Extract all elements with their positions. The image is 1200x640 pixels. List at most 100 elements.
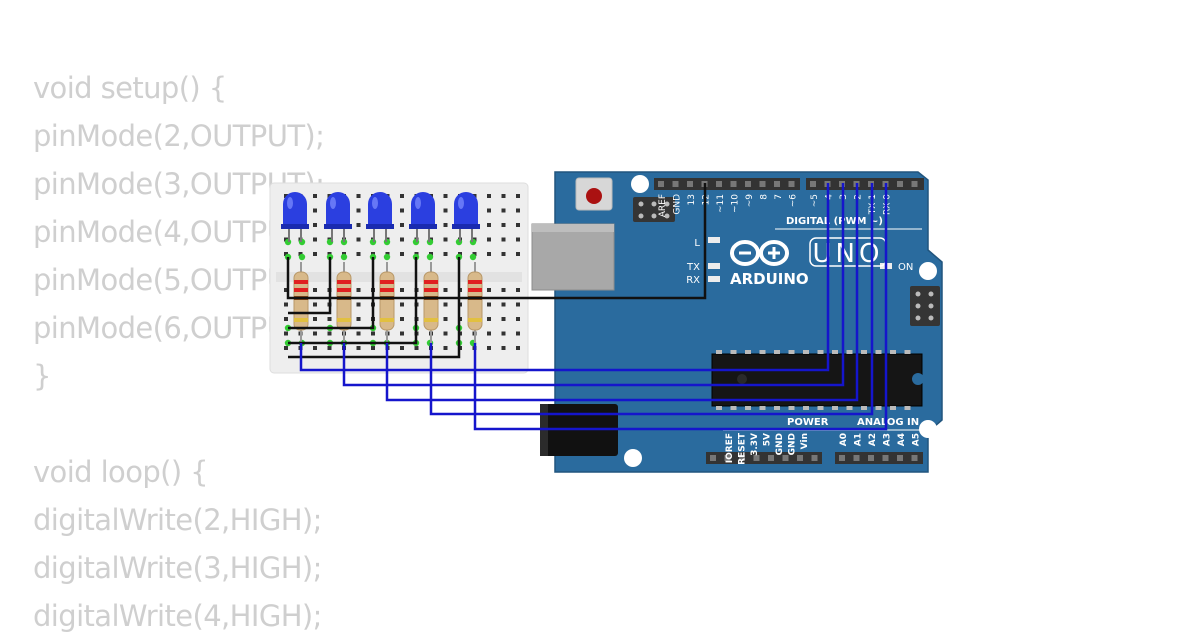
wires [286,183,888,431]
breadboard-hole [313,237,317,242]
breadboard-hole [371,331,375,336]
resistor-body [293,271,309,331]
resistor-band [337,280,351,284]
chip-pin [788,350,795,354]
breadboard-hole [371,346,375,350]
breadboard-hole [313,252,317,256]
resistor-band [337,288,351,292]
breadboard-hole [501,237,506,242]
pin-label: ~6 [789,194,799,208]
header-pin [839,455,845,461]
reset-button [575,177,613,211]
pin-label: GND [788,433,798,455]
breadboard-hole [443,317,448,321]
breadboard-hole [284,237,288,242]
breadboard-hole [313,317,317,321]
breadboard-hole [443,237,448,242]
breadboard-hole [356,252,361,256]
connection-dot [426,253,434,261]
breadboard-hole [327,317,332,321]
chip-pin [774,350,780,354]
breadboard-hole [516,237,520,242]
breadboard-hole [327,331,332,336]
breadboard-hole [313,223,317,227]
pin-label: A1 [854,433,864,446]
connection-dot [469,253,477,261]
resistor-band [468,318,482,322]
breadboard-hole [516,317,520,321]
arduino-logo-icon [730,240,789,266]
breadboard-hole [443,252,448,256]
breadboard-hole [516,288,520,292]
breadboard-hole [284,194,288,198]
breadboard-hole [443,288,448,292]
resistor-band [294,288,308,292]
chip-pin [716,350,722,354]
ground-wire [286,183,707,300]
breadboard-hole [487,317,491,321]
resistor-band [380,280,394,284]
breadboard-hole [487,331,491,336]
header-pin [724,455,731,461]
chip-pin [861,350,867,354]
breadboard-hole [356,302,361,307]
breadboard-hole [284,317,288,321]
power-label: POWER [787,417,829,428]
breadboard-hole [400,252,404,256]
breadboard-hole [516,223,520,227]
pin-label: ~10 [731,194,741,213]
chip-pin [817,406,824,410]
pin-label: 3.3V [750,433,760,456]
code-line: digitalWrite(4,HIGH); [33,599,322,633]
header-pin [745,181,751,187]
led-l-icon [708,237,720,243]
breadboard-hole [313,194,317,198]
header-pin [811,455,818,461]
led-flange [366,224,394,229]
connection-dot [340,253,348,261]
breadboard-hole [356,208,361,213]
breadboard-hole [400,317,404,321]
pin-label: IOREF [725,433,735,463]
pin-label: 2 [854,194,864,200]
breadboard-hole [284,331,288,336]
breadboard-hole [356,331,361,336]
breadboard-hole [400,302,404,307]
breadboard-hole [501,252,506,256]
breadboard-hole [356,223,361,227]
led-highlight [372,197,378,209]
breadboard-hole [400,194,404,198]
label-rx: RX [686,275,700,286]
resistor-band [424,318,438,322]
label-tx: TX [686,262,700,273]
chip-pin [890,406,896,410]
chip-pin [832,350,838,354]
connection-dot [298,253,306,261]
digital-label: DIGITAL (PWM ~) [786,216,883,227]
header-pin [759,181,766,187]
breadboard-hole [313,331,317,336]
resistor-body [379,271,395,331]
breadboard-hole [487,237,491,242]
header-pin [710,455,716,461]
chip-pin [730,406,737,410]
chip-pin [774,406,780,410]
chip-pin [904,406,911,410]
pin-label: A2 [868,433,878,446]
resistor-band [294,280,308,284]
pin-label: A3 [883,433,893,446]
breadboard-hole [313,288,317,292]
code-line: pinMode(2,OUTPUT); [33,119,325,153]
led-highlight [458,197,464,209]
breadboard-hole [313,302,317,307]
breadboard-hole [487,252,491,256]
chip-pin [832,406,838,410]
breadboard-hole [313,208,317,213]
leds [281,192,480,242]
header-pin [716,181,722,187]
breadboard-hole [516,194,520,198]
breadboard-hole [443,208,448,213]
signal-wire [385,183,859,402]
breadboard-hole [516,302,520,307]
chip-pin [817,350,824,354]
